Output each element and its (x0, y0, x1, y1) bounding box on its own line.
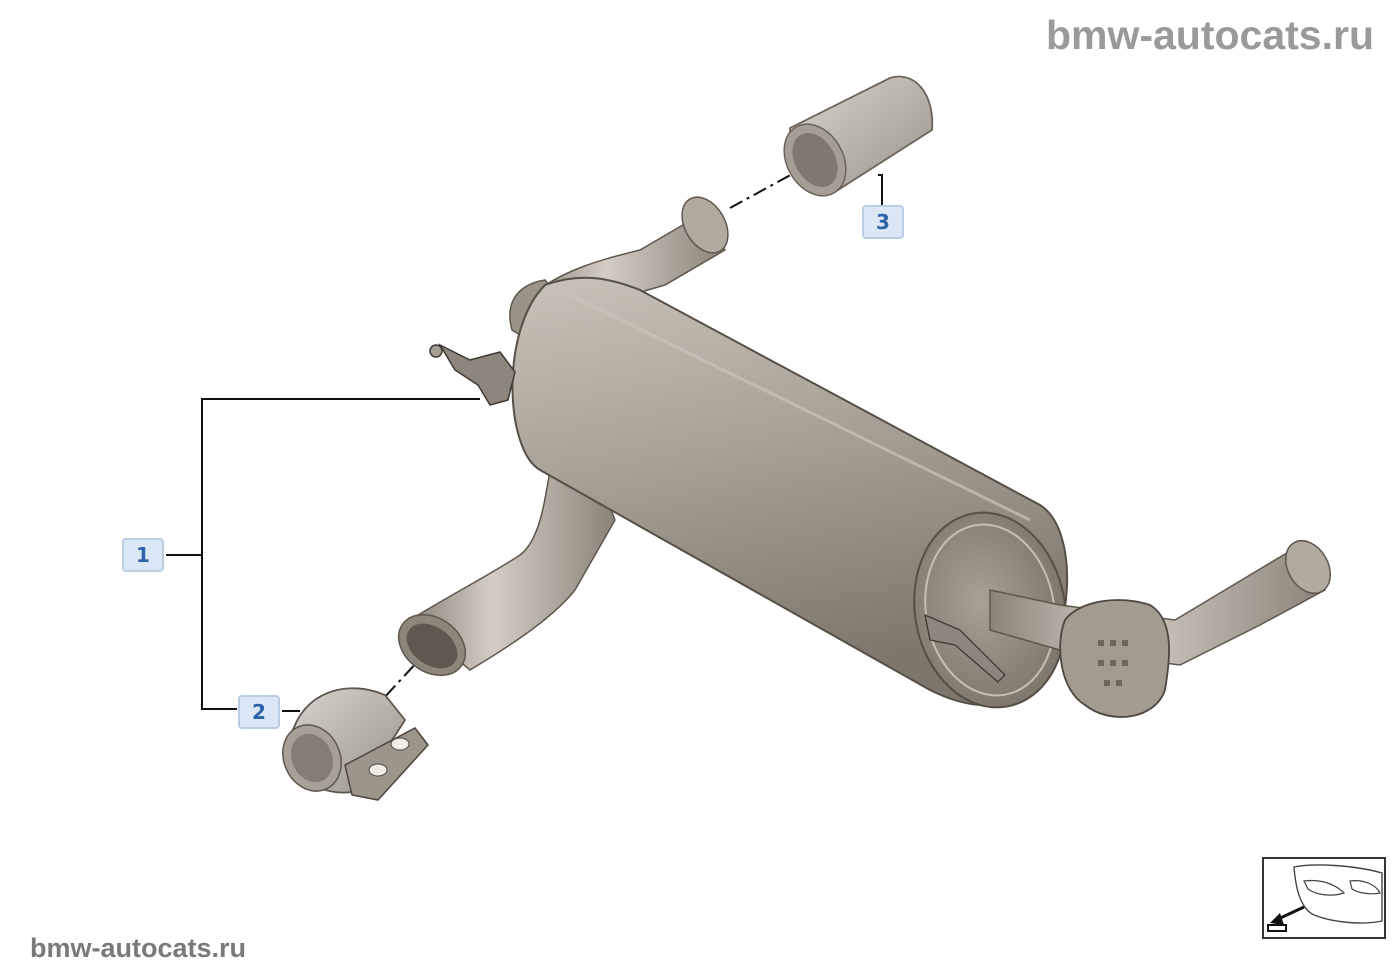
muffler-body (511, 276, 1069, 709)
tailpipe-tip (783, 75, 934, 197)
pipe-clamp (282, 687, 429, 801)
mounting-bracket (429, 343, 516, 406)
watermark-bottom: bmw-autocats.ru (30, 933, 247, 963)
inlet-pipe (397, 469, 616, 677)
car-rear-view-arrow-icon (1267, 864, 1383, 932)
callout-3[interactable]: 3 (862, 205, 904, 239)
callout-1[interactable]: 1 (122, 538, 164, 572)
watermark-top: bmw-autocats.ru (1045, 12, 1374, 58)
rear-outlet-pipe (924, 540, 1332, 718)
callout-2[interactable]: 2 (238, 695, 280, 729)
leader-lines (166, 174, 883, 712)
orientation-box (1262, 857, 1386, 939)
